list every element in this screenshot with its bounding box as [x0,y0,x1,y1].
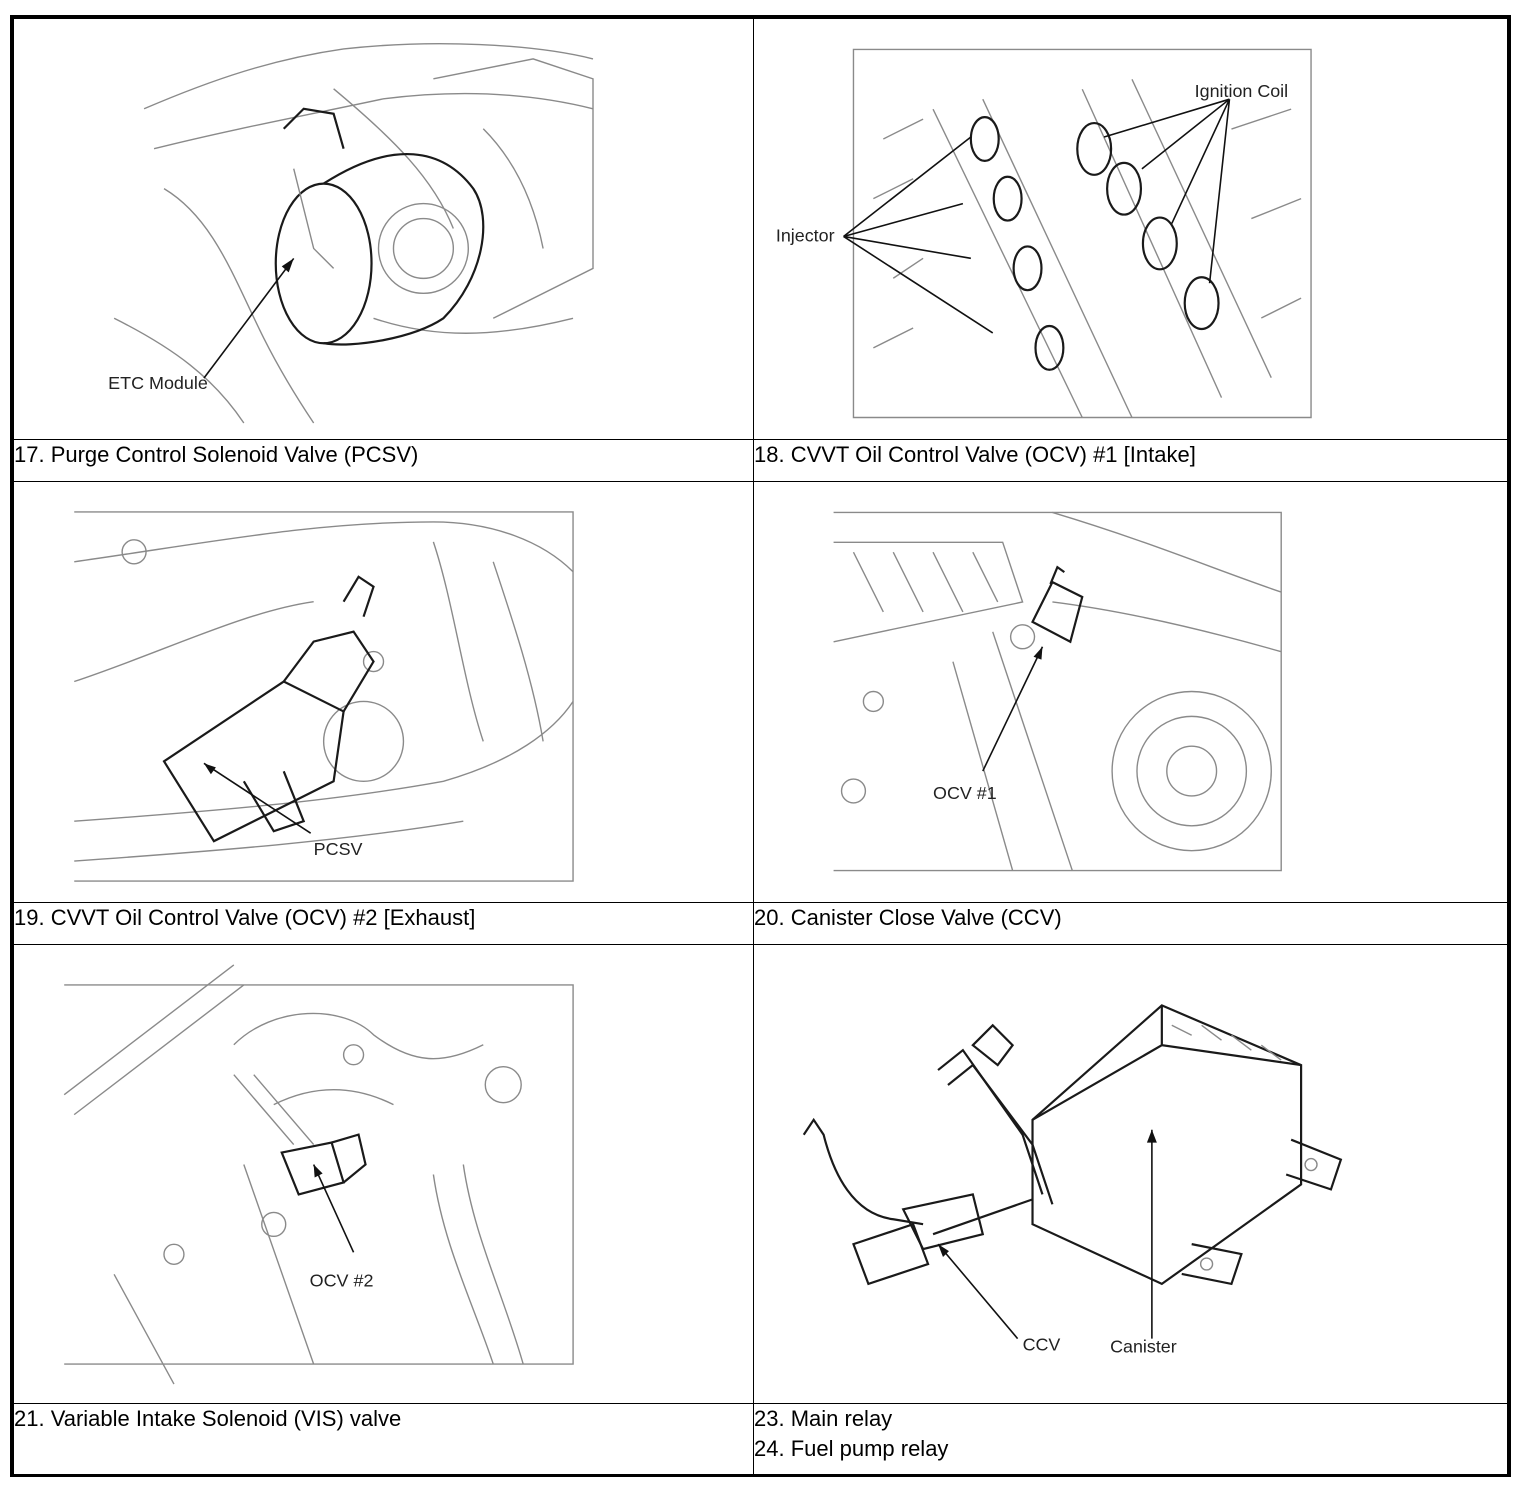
ccv-canister-drawing: CCV Canister [802,1004,1343,1357]
illustration-ccv-canister: CCV Canister [753,944,1508,1404]
ocv1-label: OCV #1 [933,783,997,803]
caption-pcsv: 17. Purge Control Solenoid Valve (PCSV) [13,439,754,482]
caption-row-1: 17. Purge Control Solenoid Valve (PCSV) … [13,439,1508,482]
illustration-ocv1: OCV #1 [753,481,1508,903]
ocv1-drawing: OCV #1 [833,511,1282,872]
caption-row-2: 19. CVVT Oil Control Valve (OCV) #2 [Exh… [13,902,1508,945]
caption-row-3: 21. Variable Intake Solenoid (VIS) valve… [13,1403,1508,1476]
illustration-injector-ignition-coil: Injector Ignition Coil [753,18,1508,440]
canister-label: Canister [1110,1337,1177,1357]
caption-ocv2-exhaust: 19. CVVT Oil Control Valve (OCV) #2 [Exh… [13,902,754,945]
illustration-pcsv: PCSV [13,481,754,903]
caption-ccv: 20. Canister Close Valve (CCV) [753,902,1508,945]
illustration-etc-module: ETC Module [13,18,754,440]
image-row-2: PCSV [13,481,1508,903]
image-row-1: ETC Module [13,18,1508,440]
caption-relays: 23. Main relay 24. Fuel pump relay [753,1403,1508,1476]
caption-main-relay: 23. Main relay [754,1406,893,1431]
pcsv-label: PCSV [314,839,363,859]
injector-ignition-coil-drawing: Injector Ignition Coil [776,48,1312,419]
caption-ocv1-intake: 18. CVVT Oil Control Valve (OCV) #1 [Int… [753,439,1508,482]
etc-module-label: ETC Module [108,373,208,393]
caption-vis-valve: 21. Variable Intake Solenoid (VIS) valve [13,1403,754,1476]
caption-fuel-pump-relay: 24. Fuel pump relay [754,1436,949,1461]
ccv-label: CCV [1023,1335,1061,1355]
component-table: ETC Module [13,18,1508,1476]
ocv2-drawing: OCV #2 [63,964,574,1385]
injector-label: Injector [776,225,835,245]
etc-module-drawing: ETC Module [108,43,594,424]
ignition-coil-label: Ignition Coil [1195,81,1288,101]
pcsv-drawing: PCSV [74,511,574,882]
illustration-ocv2: OCV #2 [13,944,754,1404]
ocv2-label: OCV #2 [310,1270,374,1290]
image-row-3: OCV #2 [13,944,1508,1404]
component-location-sheet: ETC Module [10,15,1511,1477]
